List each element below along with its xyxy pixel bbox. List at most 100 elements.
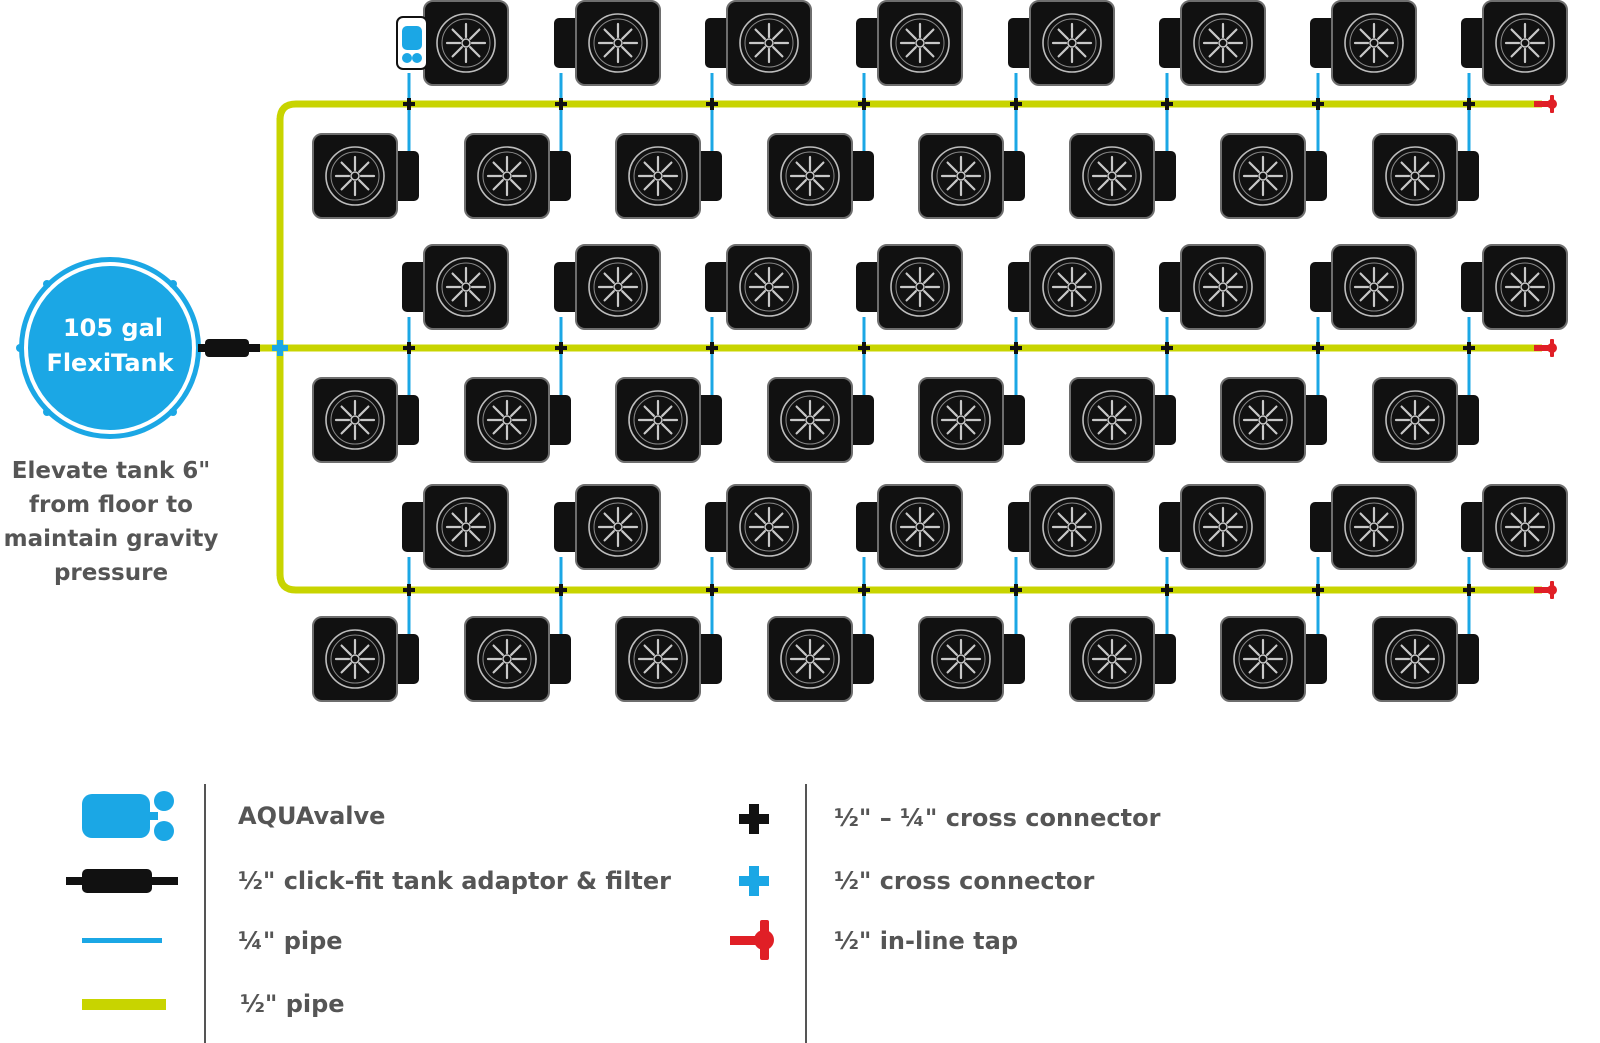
red-inline-tap: [1534, 339, 1557, 357]
black-cross-connector: [403, 98, 415, 110]
black-cross-connector: [1312, 342, 1324, 354]
flexitank: 105 gal FlexiTank: [16, 257, 204, 439]
pot: [703, 0, 813, 87]
pot: [313, 617, 419, 701]
half-inch-pipe-icon: [82, 999, 166, 1010]
tank-note: Elevate tank 6" from floor to maintain g…: [4, 458, 219, 586]
black-cross-connector: [1312, 98, 1324, 110]
black-cross-connector: [1161, 98, 1173, 110]
pot: [313, 378, 419, 462]
half-inch-pipe-line-3: [276, 573, 1542, 594]
black-cross-connector: [403, 584, 415, 596]
tank-capacity-label: 105 gal: [63, 314, 163, 342]
tank-note-line-4: pressure: [54, 560, 168, 586]
pot: [854, 243, 964, 331]
pot: [1006, 0, 1116, 87]
pot: [552, 243, 662, 331]
pot: [919, 378, 1025, 462]
legend-label-red-tap: ½" in-line tap: [834, 927, 1018, 955]
pot: [703, 483, 813, 571]
pot: [1006, 243, 1116, 331]
aquavalve-icon: [396, 16, 428, 70]
pot: [1221, 134, 1327, 218]
black-cross-connector: [403, 342, 415, 354]
black-cross-connector: [858, 98, 870, 110]
pot: [1070, 378, 1176, 462]
legend: AQUAvalve ½" click-fit tank adaptor & fi…: [66, 784, 1161, 1043]
pot: [1459, 483, 1569, 571]
pot: [1070, 134, 1176, 218]
pot: [1308, 483, 1418, 571]
pot: [1373, 134, 1479, 218]
black-cross-connector: [1010, 342, 1022, 354]
pot: [919, 134, 1025, 218]
pot: [1221, 378, 1327, 462]
pot: [768, 134, 874, 218]
black-cross-connector: [555, 584, 567, 596]
pot: [1006, 483, 1116, 571]
pipe-network: [260, 73, 1557, 634]
pot: [552, 0, 662, 87]
pot: [1459, 0, 1569, 87]
black-cross-connector: [555, 342, 567, 354]
red-inline-tap-icon: [730, 920, 774, 960]
tank-adaptor-filter: [198, 339, 260, 357]
pot: [313, 134, 419, 218]
red-inline-tap: [1534, 581, 1557, 599]
pot: [400, 243, 510, 331]
tank-adaptor-filter-icon: [66, 869, 178, 893]
aquavalve-icon: [82, 791, 174, 841]
black-cross-connector: [1010, 98, 1022, 110]
pot: [616, 378, 722, 462]
pot: [854, 0, 964, 87]
pot: [1157, 0, 1267, 87]
pot: [1157, 243, 1267, 331]
tank-note-line-1: Elevate tank 6": [12, 458, 211, 484]
black-cross-connector: [706, 98, 718, 110]
pot: [552, 483, 662, 571]
legend-label-blue-cross: ½" cross connector: [834, 867, 1095, 895]
quarter-inch-pipe-icon: [82, 938, 162, 943]
black-cross-connector: [1312, 584, 1324, 596]
black-cross-connector: [555, 98, 567, 110]
black-cross-connector: [706, 342, 718, 354]
pot: [919, 617, 1025, 701]
red-inline-tap: [1534, 95, 1557, 113]
pot: [1308, 0, 1418, 87]
black-cross-connector: [1161, 584, 1173, 596]
black-cross-connector: [1010, 584, 1022, 596]
pot: [465, 378, 571, 462]
pot: [465, 617, 571, 701]
legend-label-half-pipe: ½" pipe: [240, 990, 345, 1018]
blue-cross-connector: [272, 340, 288, 356]
pot: [854, 483, 964, 571]
pot: [1373, 617, 1479, 701]
pot: [1157, 483, 1267, 571]
pot: [1459, 243, 1569, 331]
pot: [703, 243, 813, 331]
tank-note-line-2: from floor to: [29, 492, 193, 518]
legend-label-black-cross: ½" – ¼" cross connector: [834, 804, 1161, 832]
pot: [616, 617, 722, 701]
black-cross-connector: [1161, 342, 1173, 354]
half-inch-pipe-line-1: [276, 100, 1542, 121]
legend-label-tank-adaptor: ½" click-fit tank adaptor & filter: [238, 867, 671, 895]
blue-cross-connector-icon: [739, 866, 769, 896]
tank-note-line-3: maintain gravity: [4, 526, 219, 552]
legend-label-aquavalve: AQUAvalve: [238, 802, 385, 830]
pot: [400, 483, 510, 571]
black-cross-connector-icon: [739, 804, 769, 834]
black-cross-connector: [1463, 342, 1475, 354]
pot: [1221, 617, 1327, 701]
pot: [768, 378, 874, 462]
black-cross-connector: [858, 584, 870, 596]
tank-name-label: FlexiTank: [46, 349, 174, 377]
pot: [465, 134, 571, 218]
pot: [616, 134, 722, 218]
legend-label-quarter-pipe: ¼" pipe: [238, 927, 343, 955]
black-cross-connector: [858, 342, 870, 354]
pot: [1373, 378, 1479, 462]
pot: [1308, 243, 1418, 331]
black-cross-connector: [1463, 98, 1475, 110]
